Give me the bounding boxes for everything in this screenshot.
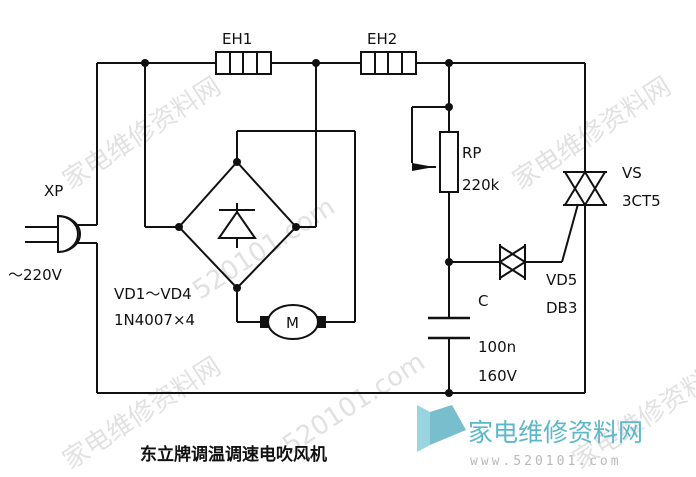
junction-dot [445, 103, 453, 111]
label-motor: M [286, 314, 299, 332]
brand-url: www.520101.com [470, 454, 622, 469]
junction-dot [445, 389, 453, 397]
junction-dot [445, 59, 453, 67]
label-c-voltage: 160V [478, 367, 518, 385]
label-bridge-part: VD1～VD4 [114, 285, 192, 303]
triac-vs: VS 3CT5 [563, 164, 661, 210]
heater-eh1: EH1 [215, 30, 272, 75]
capacitor-c: C 100n 160V [425, 292, 518, 385]
motor-m: M [260, 304, 326, 340]
watermark-layer: 家电维修资料网 家电维修资料网 家电维修资料网 家电维修资料网 520101.c… [57, 72, 696, 476]
watermark-text-1: 家电维修资料网 [57, 72, 226, 196]
label-eh1: EH1 [222, 30, 252, 48]
wiring [76, 62, 586, 394]
watermark-url-1: 520101.com [187, 192, 340, 306]
label-eh2: EH2 [367, 30, 397, 48]
junction-dot [312, 59, 320, 67]
heater-eh2: EH2 [360, 30, 417, 75]
label-rp-value: 220k [462, 176, 500, 194]
label-c-value: 100n [478, 338, 516, 356]
diagram-title: 东立牌调温调速电吹风机 [140, 444, 327, 465]
potentiometer-rp: RP 220k [412, 131, 500, 194]
label-3ct5: 3CT5 [622, 192, 661, 210]
diac-vd5: VD5 DB3 [498, 244, 577, 317]
watermark-url-2: 520101.com [277, 347, 430, 461]
bridge-rectifier: VD1～VD4 1N4007×4 [114, 160, 298, 329]
junction-dot [141, 59, 149, 67]
brand-text: 家电维修资料网 [468, 418, 643, 447]
junction-dot [445, 258, 453, 266]
wire-gate [561, 203, 579, 263]
plug-xp: XP ～220V [8, 182, 81, 284]
brand-watermark: 家电维修资料网 www.520101.com [417, 405, 643, 469]
label-db3: DB3 [546, 299, 577, 317]
label-xp: XP [44, 182, 63, 200]
label-c: C [478, 292, 488, 310]
label-bridge-type: 1N4007×4 [114, 311, 195, 329]
label-vd5: VD5 [546, 271, 577, 289]
label-vs: VS [622, 164, 642, 182]
label-rp: RP [462, 144, 481, 162]
label-voltage: ～220V [8, 266, 63, 284]
